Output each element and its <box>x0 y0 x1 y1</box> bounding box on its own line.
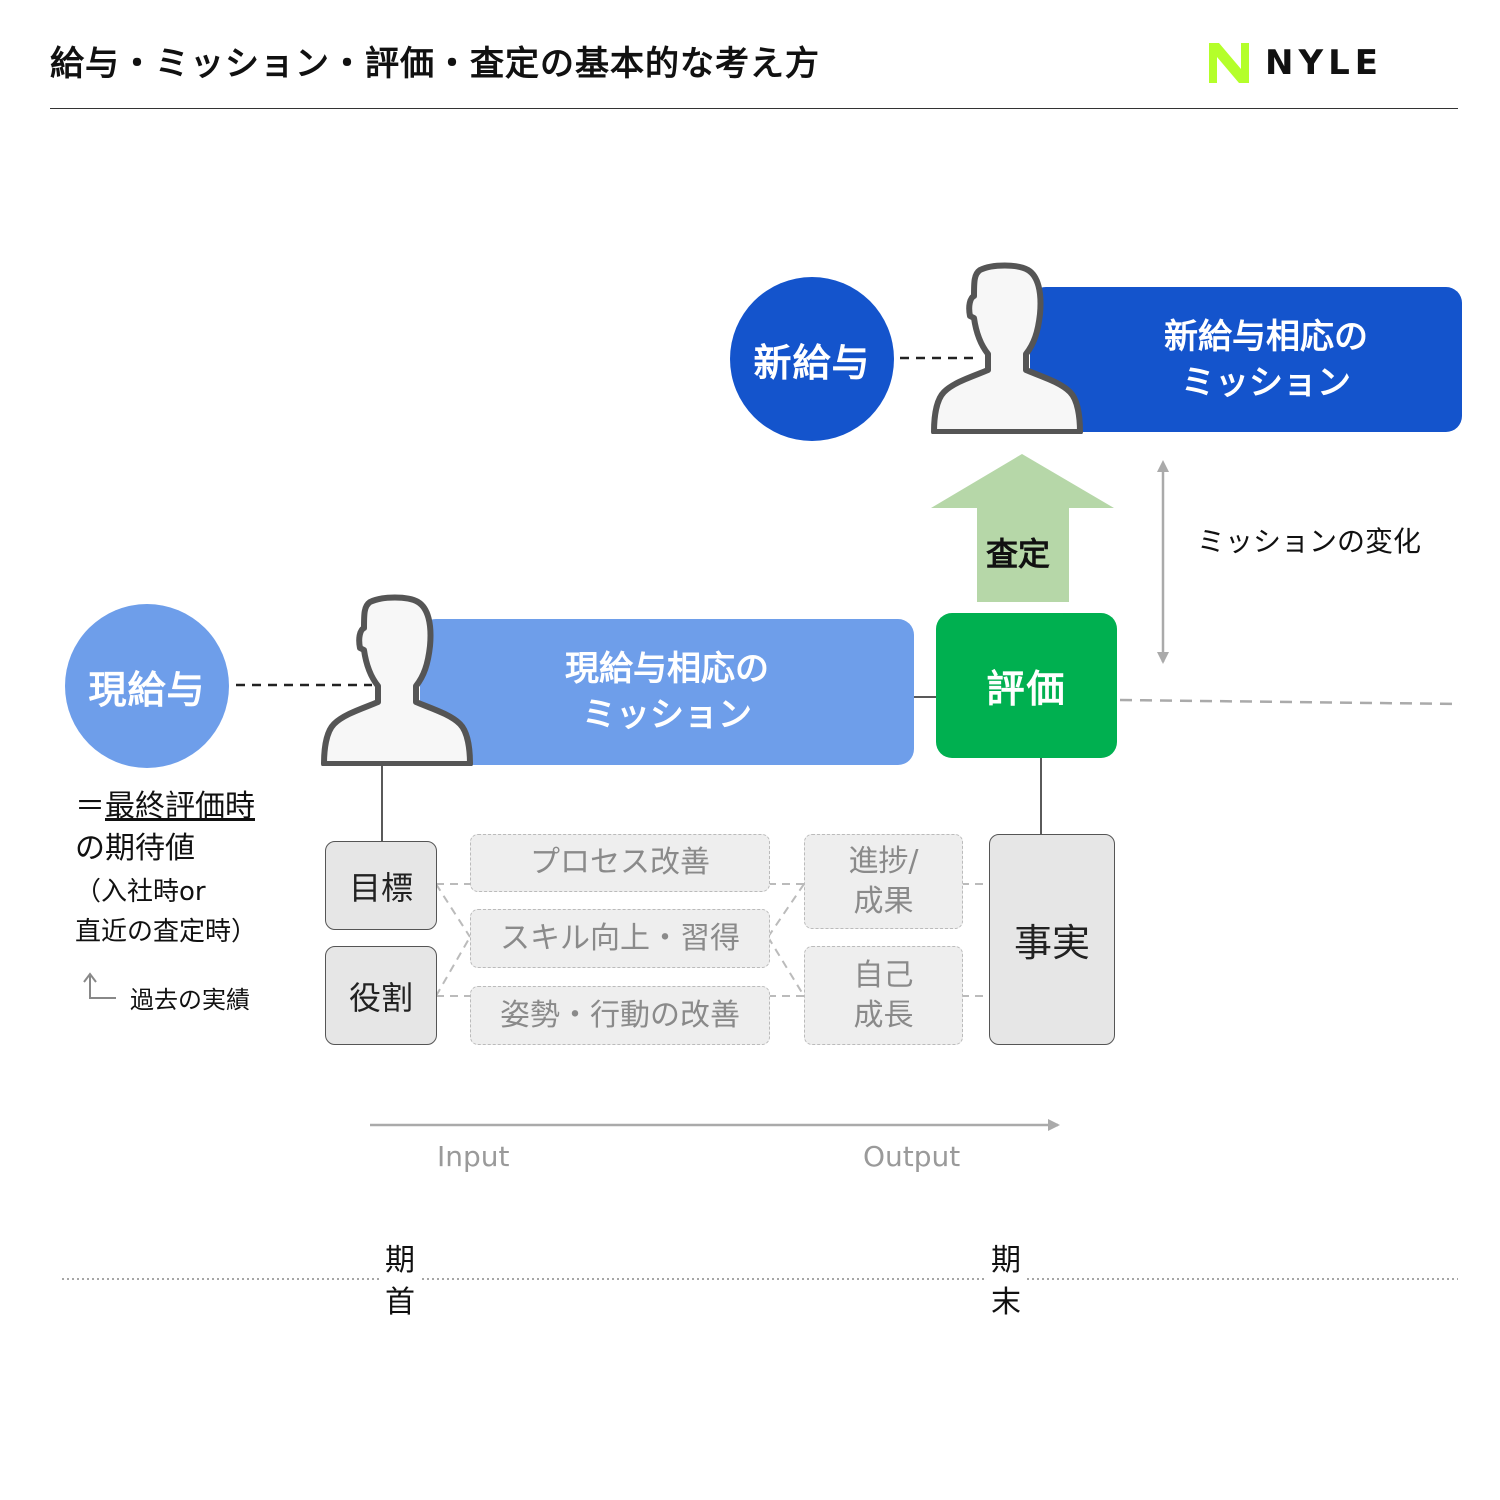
fact-box: 事実 <box>989 834 1115 1045</box>
expectation-line2: の期待値 <box>75 831 195 866</box>
progress-line2: 成果 <box>853 883 914 919</box>
expectation-prefix: ＝ <box>75 789 105 824</box>
progress-results-box: 進捗/ 成果 <box>804 834 963 929</box>
satei-up-arrow <box>931 454 1114 602</box>
expectation-sub-line2: 直近の査定時） <box>75 917 258 947</box>
new-mission-banner: 新給与相応の ミッション <box>1030 287 1462 432</box>
current-mission-banner: 現給与相応の ミッション <box>420 619 914 765</box>
expectation-text: ＝最終評価時 の期待値 <box>75 786 255 870</box>
satei-label: 査定 <box>986 535 1051 573</box>
new-mission-line1: 新給与相応の <box>1164 316 1368 357</box>
attitude-improvement-box: 姿勢・行動の改善 <box>470 986 770 1045</box>
new-salary-circle: 新給与 <box>730 277 894 441</box>
person-current-icon <box>321 594 473 766</box>
expectation-sub-line1: （入社時or <box>75 877 206 907</box>
current-mission-line2: ミッション <box>582 695 752 735</box>
mission-change-label: ミッションの変化 <box>1197 525 1422 558</box>
period-end-label: 期 末 <box>986 1240 1026 1324</box>
period-end-line2: 末 <box>991 1285 1021 1320</box>
process-improvement-box: プロセス改善 <box>470 834 770 892</box>
input-activity-links <box>435 883 989 997</box>
page-title: 給与・ミッション・評価・査定の基本的な考え方 <box>50 44 820 84</box>
current-salary-circle: 現給与 <box>65 604 229 768</box>
expectation-underlined: 最終評価時 <box>105 789 255 824</box>
goal-box: 目標 <box>325 841 437 930</box>
evaluation-box: 評価 <box>936 613 1117 758</box>
current-mission-line1: 現給与相応の <box>565 649 769 689</box>
new-mission-line2: ミッション <box>1181 362 1351 403</box>
expectation-subtext: （入社時or 直近の査定時） <box>75 872 257 952</box>
baseline-dashed-line <box>1119 698 1461 706</box>
header-divider <box>50 108 1458 109</box>
input-label: Input <box>437 1140 510 1173</box>
logo-text: NYLE <box>1265 43 1383 83</box>
period-start-label: 期 首 <box>380 1240 420 1324</box>
skill-improvement-box: スキル向上・習得 <box>470 909 770 968</box>
progress-line1: 進捗/ <box>848 843 919 879</box>
period-end-line1: 期 <box>991 1243 1021 1278</box>
self-growth-box: 自己 成長 <box>804 946 963 1045</box>
growth-line1: 自己 <box>853 957 914 993</box>
growth-line2: 成長 <box>853 997 914 1033</box>
past-results-arrow-icon <box>83 972 116 999</box>
period-start-line2: 首 <box>385 1285 415 1320</box>
person-future-icon <box>931 262 1083 434</box>
past-results-label: 過去の実績 <box>130 986 250 1014</box>
output-label: Output <box>863 1140 961 1173</box>
nyle-logo-mark-icon <box>1209 43 1249 83</box>
role-box: 役割 <box>325 946 437 1045</box>
nyle-logo: NYLE <box>1205 38 1383 88</box>
period-start-line1: 期 <box>385 1243 415 1278</box>
